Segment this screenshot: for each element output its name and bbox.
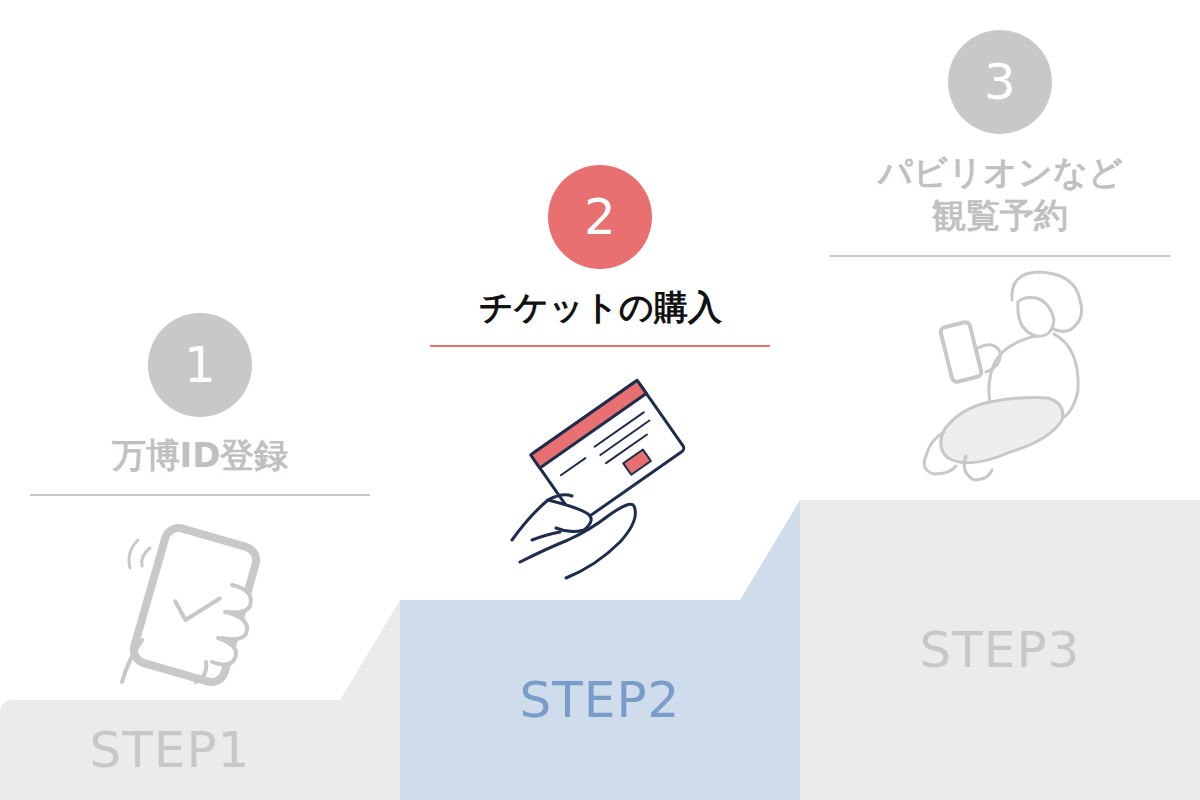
step-label: STEP2 — [520, 675, 681, 725]
stair-ramp — [340, 600, 400, 800]
circle-fill — [948, 30, 1052, 134]
step-title: チケットの購入 — [430, 286, 770, 329]
stair-step: STEP3 — [800, 500, 1200, 800]
step-number-text: 3 — [984, 57, 1016, 107]
title-underline — [30, 494, 370, 496]
stair-step: STEP2 — [400, 600, 800, 800]
step-title: 万博ID登録 — [30, 434, 370, 477]
step-number: 2 — [548, 165, 652, 269]
stair-ramp — [740, 500, 800, 600]
step-number: 3 — [948, 30, 1052, 134]
step-number-text: 2 — [584, 192, 616, 242]
person-icon — [924, 272, 1081, 480]
title-underline — [830, 255, 1170, 257]
title-underline — [430, 345, 770, 347]
step-label: STEP1 — [90, 725, 251, 775]
circle-fill — [548, 165, 652, 269]
circle-fill — [148, 313, 252, 417]
card-icon — [512, 380, 685, 578]
step-number-text: 1 — [184, 340, 216, 390]
step-number: 1 — [148, 313, 252, 417]
phone-icon — [122, 525, 259, 685]
step-label: STEP3 — [920, 625, 1081, 675]
step-title: パビリオンなど 観覧予約 — [850, 151, 1150, 237]
stair-step: STEP1 — [0, 700, 340, 800]
